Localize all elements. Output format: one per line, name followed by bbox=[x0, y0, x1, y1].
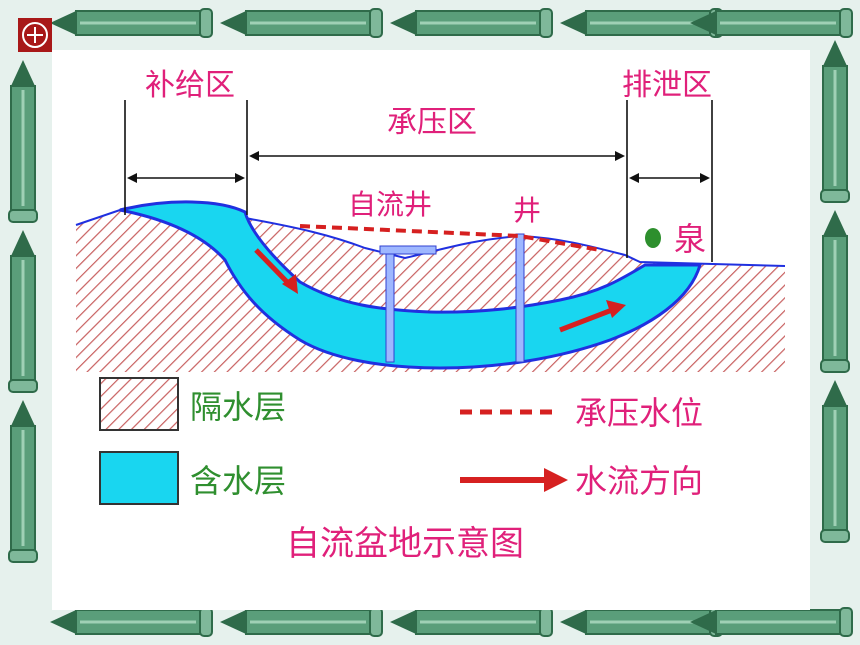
artesian-well-pipe bbox=[385, 249, 395, 363]
pencil-icon bbox=[218, 7, 384, 39]
zone-markers bbox=[124, 100, 713, 262]
pencil-icon bbox=[388, 7, 554, 39]
spring-icon bbox=[645, 228, 661, 248]
legend-flow-arrow-swatch bbox=[460, 468, 568, 492]
legend-aquifer-label: 含水层 bbox=[190, 462, 286, 500]
legend-aquifer-swatch bbox=[99, 451, 179, 505]
legend-aquiclude-swatch bbox=[99, 377, 179, 431]
well-pipe bbox=[515, 233, 525, 363]
legend-flow-label: 水流方向 bbox=[575, 462, 703, 500]
pencil-icon bbox=[7, 398, 39, 564]
well-label: 井 bbox=[513, 194, 541, 227]
spring-label: 泉 bbox=[674, 220, 706, 258]
artesian-well-outflow bbox=[379, 245, 437, 255]
artesian-well-label: 自流井 bbox=[348, 188, 432, 221]
pencil-icon bbox=[688, 606, 854, 638]
pencil-icon bbox=[48, 7, 214, 39]
pencil-icon bbox=[819, 378, 851, 544]
aquifer-layer bbox=[119, 200, 702, 370]
recharge-zone-label: 补给区 bbox=[145, 68, 235, 103]
basin-cross-section bbox=[75, 200, 786, 372]
pressure-level-line bbox=[299, 224, 601, 252]
legend: 隔水层 含水层 承压水位 水流方向 bbox=[99, 377, 703, 505]
confined-zone-label: 承压区 bbox=[387, 105, 477, 140]
pencil-icon bbox=[388, 606, 554, 638]
flow-arrow bbox=[254, 248, 298, 294]
pencil-icon bbox=[7, 58, 39, 224]
pencil-icon bbox=[688, 7, 854, 39]
pencil-icon bbox=[218, 606, 384, 638]
flow-arrow bbox=[559, 300, 626, 333]
pencil-icon bbox=[819, 208, 851, 374]
pencil-icon bbox=[7, 228, 39, 394]
discharge-zone-label: 排泄区 bbox=[622, 68, 712, 103]
seal-badge-icon bbox=[18, 18, 52, 52]
pencil-icon bbox=[48, 606, 214, 638]
pencil-icon bbox=[819, 38, 851, 204]
diagram-caption: 自流盆地示意图 bbox=[286, 524, 524, 564]
legend-aquiclude-label: 隔水层 bbox=[190, 388, 286, 426]
legend-pressure-label: 承压水位 bbox=[575, 394, 703, 432]
